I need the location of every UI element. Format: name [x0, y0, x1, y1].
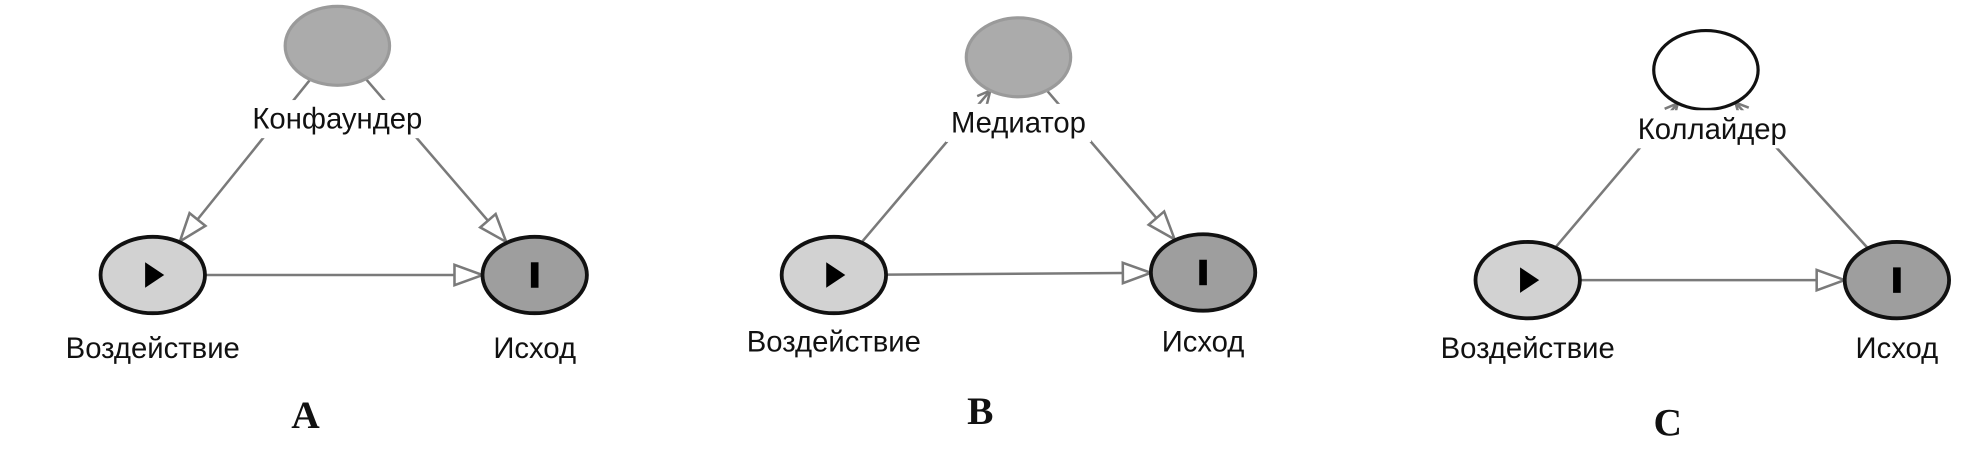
edge-line: [886, 271, 1123, 276]
bar-icon: [1199, 259, 1207, 286]
third-variable-label: Медиатор: [951, 106, 1086, 139]
panel-letter: B: [967, 389, 993, 433]
arrowhead-icon: [1815, 268, 1849, 293]
panel-letter: A: [291, 393, 320, 437]
third-variable-label-background: [1632, 110, 1792, 149]
third-variable-node: [1652, 28, 1760, 112]
panel-letter: C: [1653, 400, 1681, 444]
third-variable-node: [283, 4, 392, 87]
outcome-label: Исход: [493, 332, 576, 365]
arrowhead-icon: [177, 210, 208, 245]
outcome-label: Исход: [1856, 332, 1939, 365]
exposure-label: Воздействие: [66, 332, 240, 365]
edge-exposure-to-outcome: [204, 263, 487, 288]
edge-exposure-to-outcome: [886, 261, 1155, 286]
arrowhead-icon: [478, 211, 509, 245]
play-icon: [1520, 267, 1540, 293]
arrowhead-icon: [1121, 261, 1155, 286]
third-variable-label: Конфаундер: [252, 103, 422, 136]
exposure-label: Воздействие: [1441, 332, 1615, 365]
third-variable-label-background: [247, 100, 428, 139]
third-variable-node: [964, 16, 1073, 99]
third-variable-label: Коллайдер: [1638, 113, 1787, 146]
bar-icon: [1893, 267, 1901, 293]
arrowhead-icon: [453, 263, 487, 288]
outcome-label: Исход: [1162, 325, 1245, 358]
arrowhead-icon: [1146, 209, 1178, 243]
third-variable-label-background: [945, 103, 1092, 142]
exposure-label: Воздействие: [747, 325, 921, 358]
play-icon: [145, 262, 165, 288]
play-icon: [826, 262, 846, 288]
edge-exposure-to-outcome: [1579, 268, 1849, 293]
bar-icon: [530, 262, 539, 288]
